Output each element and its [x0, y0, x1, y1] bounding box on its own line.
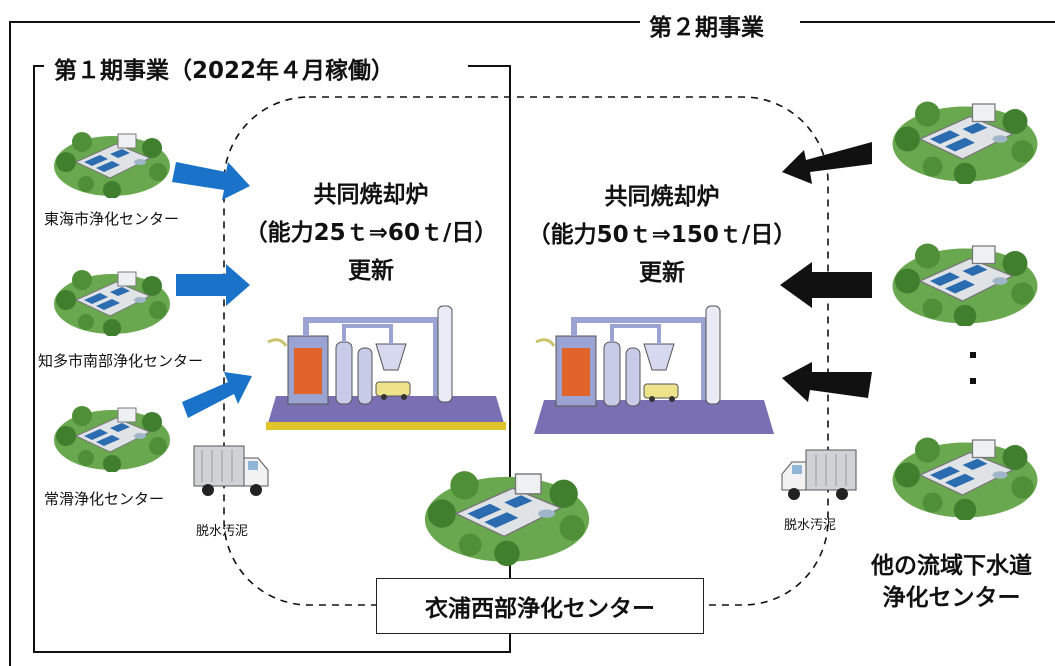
arrow-left-icon: [782, 142, 872, 184]
incinerator-facility-icon: [534, 300, 774, 438]
other-plants-line1: 他の流域下水道: [871, 553, 1032, 579]
central-plant-label: 衣浦西部浄化センター: [376, 578, 704, 634]
truck-icon: [778, 446, 858, 508]
sewage-plant-icon: [52, 392, 172, 476]
plant-label-tokoname: 常滑浄化センター: [44, 488, 165, 509]
arrow-right-icon: [172, 162, 250, 200]
other-plants-label: 他の流域下水道 浄化センター: [848, 550, 1055, 614]
arrow-right-icon: [182, 372, 252, 418]
sewage-plant-icon: [890, 226, 1040, 330]
incinerator-action: 更新: [639, 260, 685, 286]
sewage-plant-icon: [890, 420, 1040, 524]
phase1-title: 第１期事業（2022年４月稼働）: [48, 51, 401, 85]
incinerator-phase1-label: 共同焼却炉 （能力25ｔ⇒60ｔ/日） 更新: [236, 176, 506, 290]
sewage-plant-icon: [52, 118, 172, 202]
arrow-left-icon: [780, 262, 872, 308]
arrow-right-icon: [176, 264, 250, 306]
incinerator-capacity: （能力50ｔ⇒150ｔ/日）: [527, 222, 797, 248]
incinerator-facility-icon: [266, 296, 506, 434]
sewage-plant-icon: [890, 84, 1040, 188]
incinerator-name: 共同焼却炉: [313, 182, 429, 208]
arrow-left-icon: [782, 362, 872, 402]
plant-label-chita: 知多市南部浄化センター: [38, 350, 204, 371]
ellipsis-dot: [970, 352, 976, 358]
incinerator-name: 共同焼却炉: [604, 184, 720, 210]
other-plants-line2: 浄化センター: [882, 585, 1021, 611]
sewage-plant-icon: [52, 256, 172, 340]
incinerator-action: 更新: [348, 258, 394, 284]
truck-label-left: 脱水汚泥: [196, 524, 249, 539]
sewage-plant-icon: [422, 448, 592, 572]
incinerator-capacity: （能力25ｔ⇒60ｔ/日）: [244, 220, 498, 246]
ellipsis-dot: [970, 378, 976, 384]
truck-label-right: 脱水汚泥: [784, 518, 837, 533]
incinerator-phase2-label: 共同焼却炉 （能力50ｔ⇒150ｔ/日） 更新: [512, 178, 812, 292]
plant-label-tokai: 東海市浄化センター: [44, 208, 180, 229]
truck-icon: [192, 442, 272, 504]
phase2-title: 第２期事業: [643, 8, 770, 42]
